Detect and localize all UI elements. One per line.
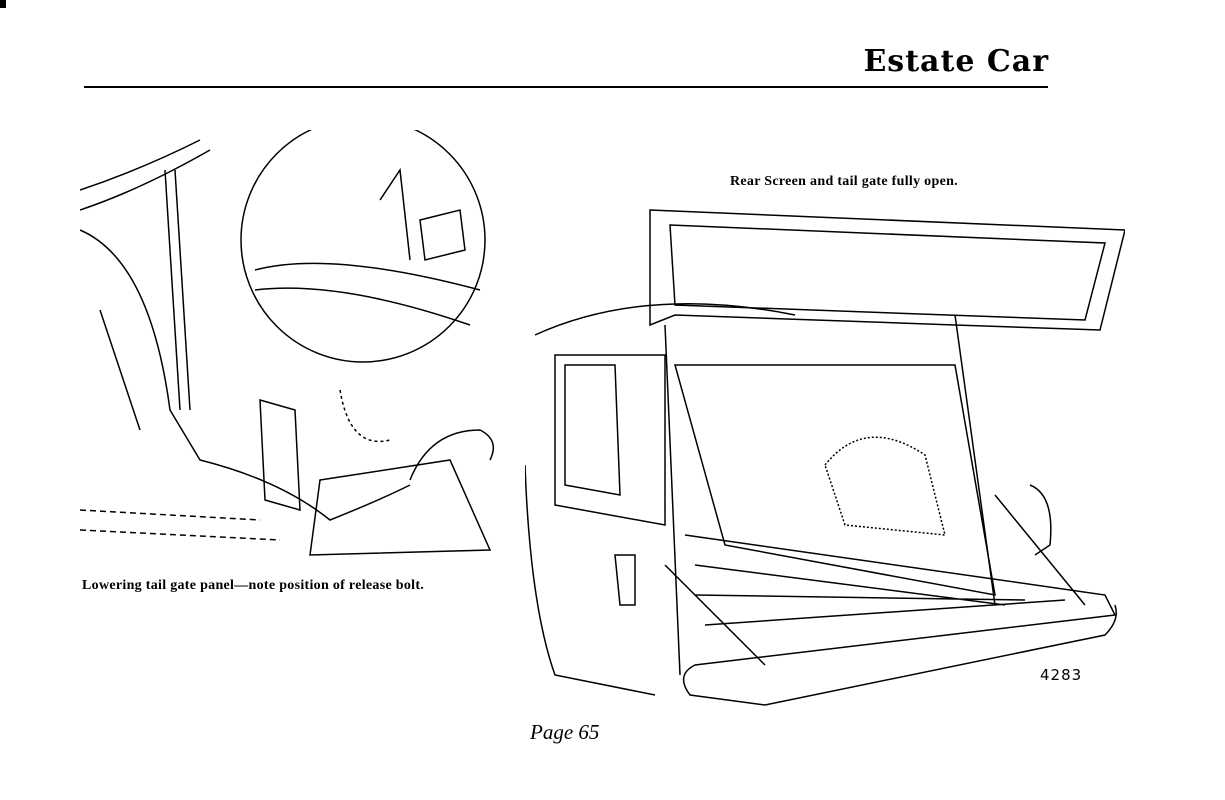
page-title: Estate Car bbox=[863, 44, 1049, 79]
page-number: Page 65 bbox=[530, 720, 600, 744]
figure-number: 4283 bbox=[1040, 666, 1083, 684]
figure-caption-lowering-tail-gate: Lowering tail gate panel—note position o… bbox=[82, 578, 425, 593]
header-rule bbox=[84, 86, 1048, 88]
illustration-lowering-tail-gate bbox=[80, 130, 495, 556]
illustration-rear-screen-open bbox=[525, 209, 1125, 706]
scan-mark bbox=[0, 0, 6, 8]
figure-caption-rear-screen: Rear Screen and tail gate fully open. bbox=[730, 174, 958, 189]
